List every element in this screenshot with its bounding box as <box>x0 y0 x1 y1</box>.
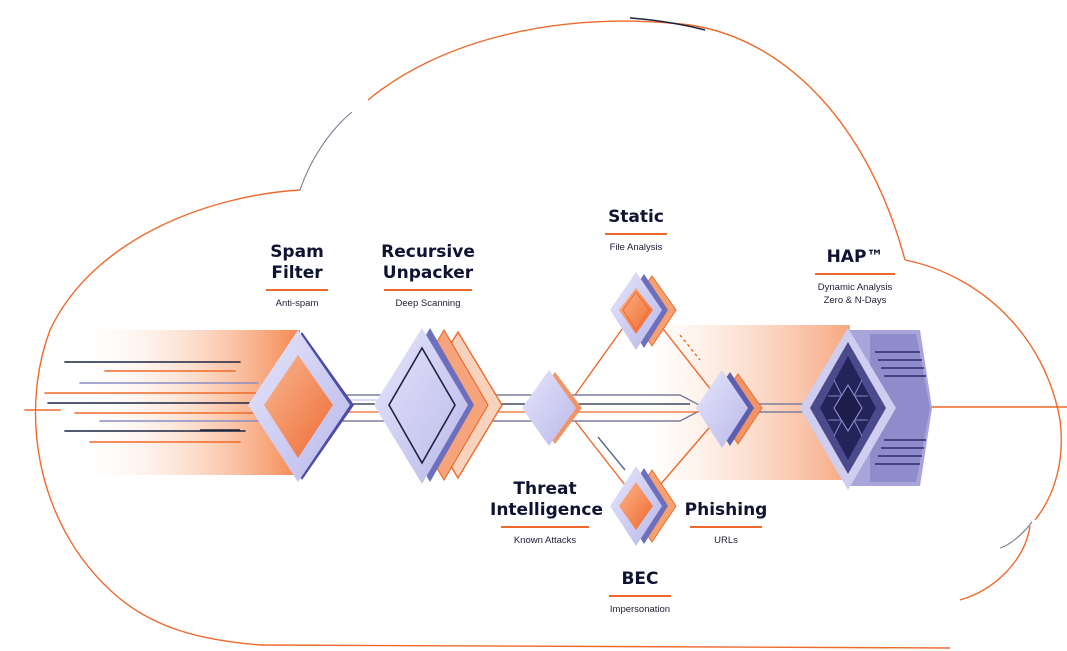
recursive-unpacker-node <box>374 328 503 484</box>
static-subtitle: File Analysis <box>609 242 663 253</box>
phishing-subtitle: URLs <box>714 535 738 546</box>
bec-label: BEC Impersonation <box>594 569 686 616</box>
phishing-rule <box>690 526 762 528</box>
unpacker-subtitle: Deep Scanning <box>395 298 461 309</box>
phishing-label: Phishing URLs <box>680 500 772 547</box>
unpacker-title-2: Unpacker <box>382 263 474 283</box>
hap-label: HAP™ Dynamic Analysis Zero & N-Days <box>800 247 910 307</box>
spam-filter-rule <box>266 289 328 291</box>
cloud-outline <box>34 17 1062 649</box>
threat-intelligence-node <box>522 370 582 446</box>
threat-title-2: Intelligence <box>490 500 603 520</box>
bec-subtitle: Impersonation <box>609 604 671 615</box>
bec-node <box>610 466 677 546</box>
bec-title: BEC <box>621 569 659 589</box>
hap-subtitle-2: Zero & N-Days <box>823 295 887 306</box>
static-label: Static File Analysis <box>590 207 682 254</box>
spam-filter-title-2: Filter <box>271 263 323 283</box>
static-title: Static <box>608 207 664 227</box>
static-node <box>610 272 677 350</box>
unpacker-rule <box>384 289 472 291</box>
spam-filter-title-1: Spam <box>270 242 324 262</box>
spam-filter-subtitle: Anti-spam <box>275 298 319 309</box>
threat-title-1: Threat <box>513 479 577 499</box>
branch-lines <box>574 324 716 486</box>
incoming-streaks <box>24 361 331 443</box>
hap-subtitle-1: Dynamic Analysis <box>817 282 893 293</box>
static-rule <box>605 233 667 235</box>
unpacker-title-1: Recursive <box>381 242 475 262</box>
spam-filter-node <box>248 330 354 482</box>
threat-subtitle: Known Attacks <box>513 535 577 546</box>
threat-rule <box>501 526 589 528</box>
bec-rule <box>609 595 671 597</box>
spam-filter-label: Spam Filter Anti-spam <box>249 242 345 310</box>
hap-rule <box>815 273 895 275</box>
phishing-node <box>696 370 763 448</box>
hap-title: HAP™ <box>826 247 884 267</box>
recursive-unpacker-label: Recursive Unpacker Deep Scanning <box>372 242 484 310</box>
threat-intelligence-label: Threat Intelligence Known Attacks <box>490 479 603 547</box>
hap-node <box>800 328 932 490</box>
phishing-title: Phishing <box>684 500 768 520</box>
